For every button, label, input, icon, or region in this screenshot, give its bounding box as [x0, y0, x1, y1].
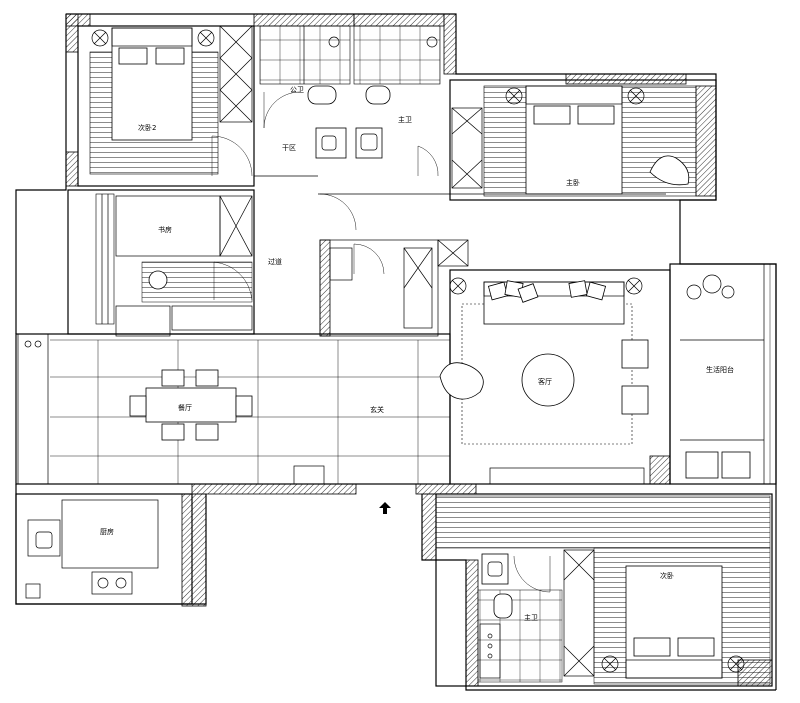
sink-ensuite [481, 553, 509, 585]
balcony-area: 生活阳台 [649, 263, 777, 485]
coffee-table [521, 353, 575, 407]
outer-walls [15, 13, 777, 691]
ensuite-room: 主卫 [465, 553, 563, 687]
dining-table [145, 387, 237, 423]
living-label: 客厅 [538, 377, 552, 386]
guest-bath-room: 公卫 [253, 13, 355, 159]
corridor-label: 过道 [268, 257, 282, 266]
living-room: 客厅 [439, 269, 671, 485]
sink-guest-bath [315, 127, 347, 159]
study-room: 书房 [67, 189, 255, 337]
lounge-chair [439, 362, 484, 400]
sink-master-bath [355, 127, 383, 159]
bedroom3-room: 次卧 [421, 493, 773, 687]
guest-bath-label: 公卫 [290, 86, 304, 94]
master-bath-room: 主卫 干区 [282, 13, 445, 177]
toilet-guest-bath [307, 85, 337, 105]
corridor-area: 过道 [254, 175, 666, 337]
balcony-label: 生活阳台 [706, 365, 734, 374]
foyer-label: 玄关 [370, 405, 384, 414]
entrance-arrow-icon [379, 502, 391, 514]
master-bedroom-room: 主卧 [443, 13, 717, 201]
bedroom2-label: 次卧2 [138, 123, 156, 132]
kitchen-room: 厨房 [15, 493, 207, 607]
bedroom3-label: 次卧 [660, 571, 674, 580]
ensuite-label: 主卫 [524, 613, 538, 622]
stove [91, 571, 133, 595]
study-label: 书房 [158, 225, 172, 234]
toilet-ensuite [493, 593, 513, 619]
armchair-master [649, 155, 690, 186]
toilet-master-bath [365, 85, 391, 105]
kitchen-label: 厨房 [100, 527, 114, 536]
dining-label: 餐厅 [178, 403, 192, 412]
dining-foyer-area: 餐厅 玄关 [15, 333, 477, 514]
bedroom2-room: 次卧2 [65, 13, 255, 187]
bed-master [525, 85, 623, 195]
master-bedroom-label: 主卧 [566, 178, 580, 187]
wash-area-label: 干区 [282, 144, 296, 152]
master-bath-label: 主卫 [398, 115, 412, 124]
bed-bedroom3 [625, 565, 723, 679]
